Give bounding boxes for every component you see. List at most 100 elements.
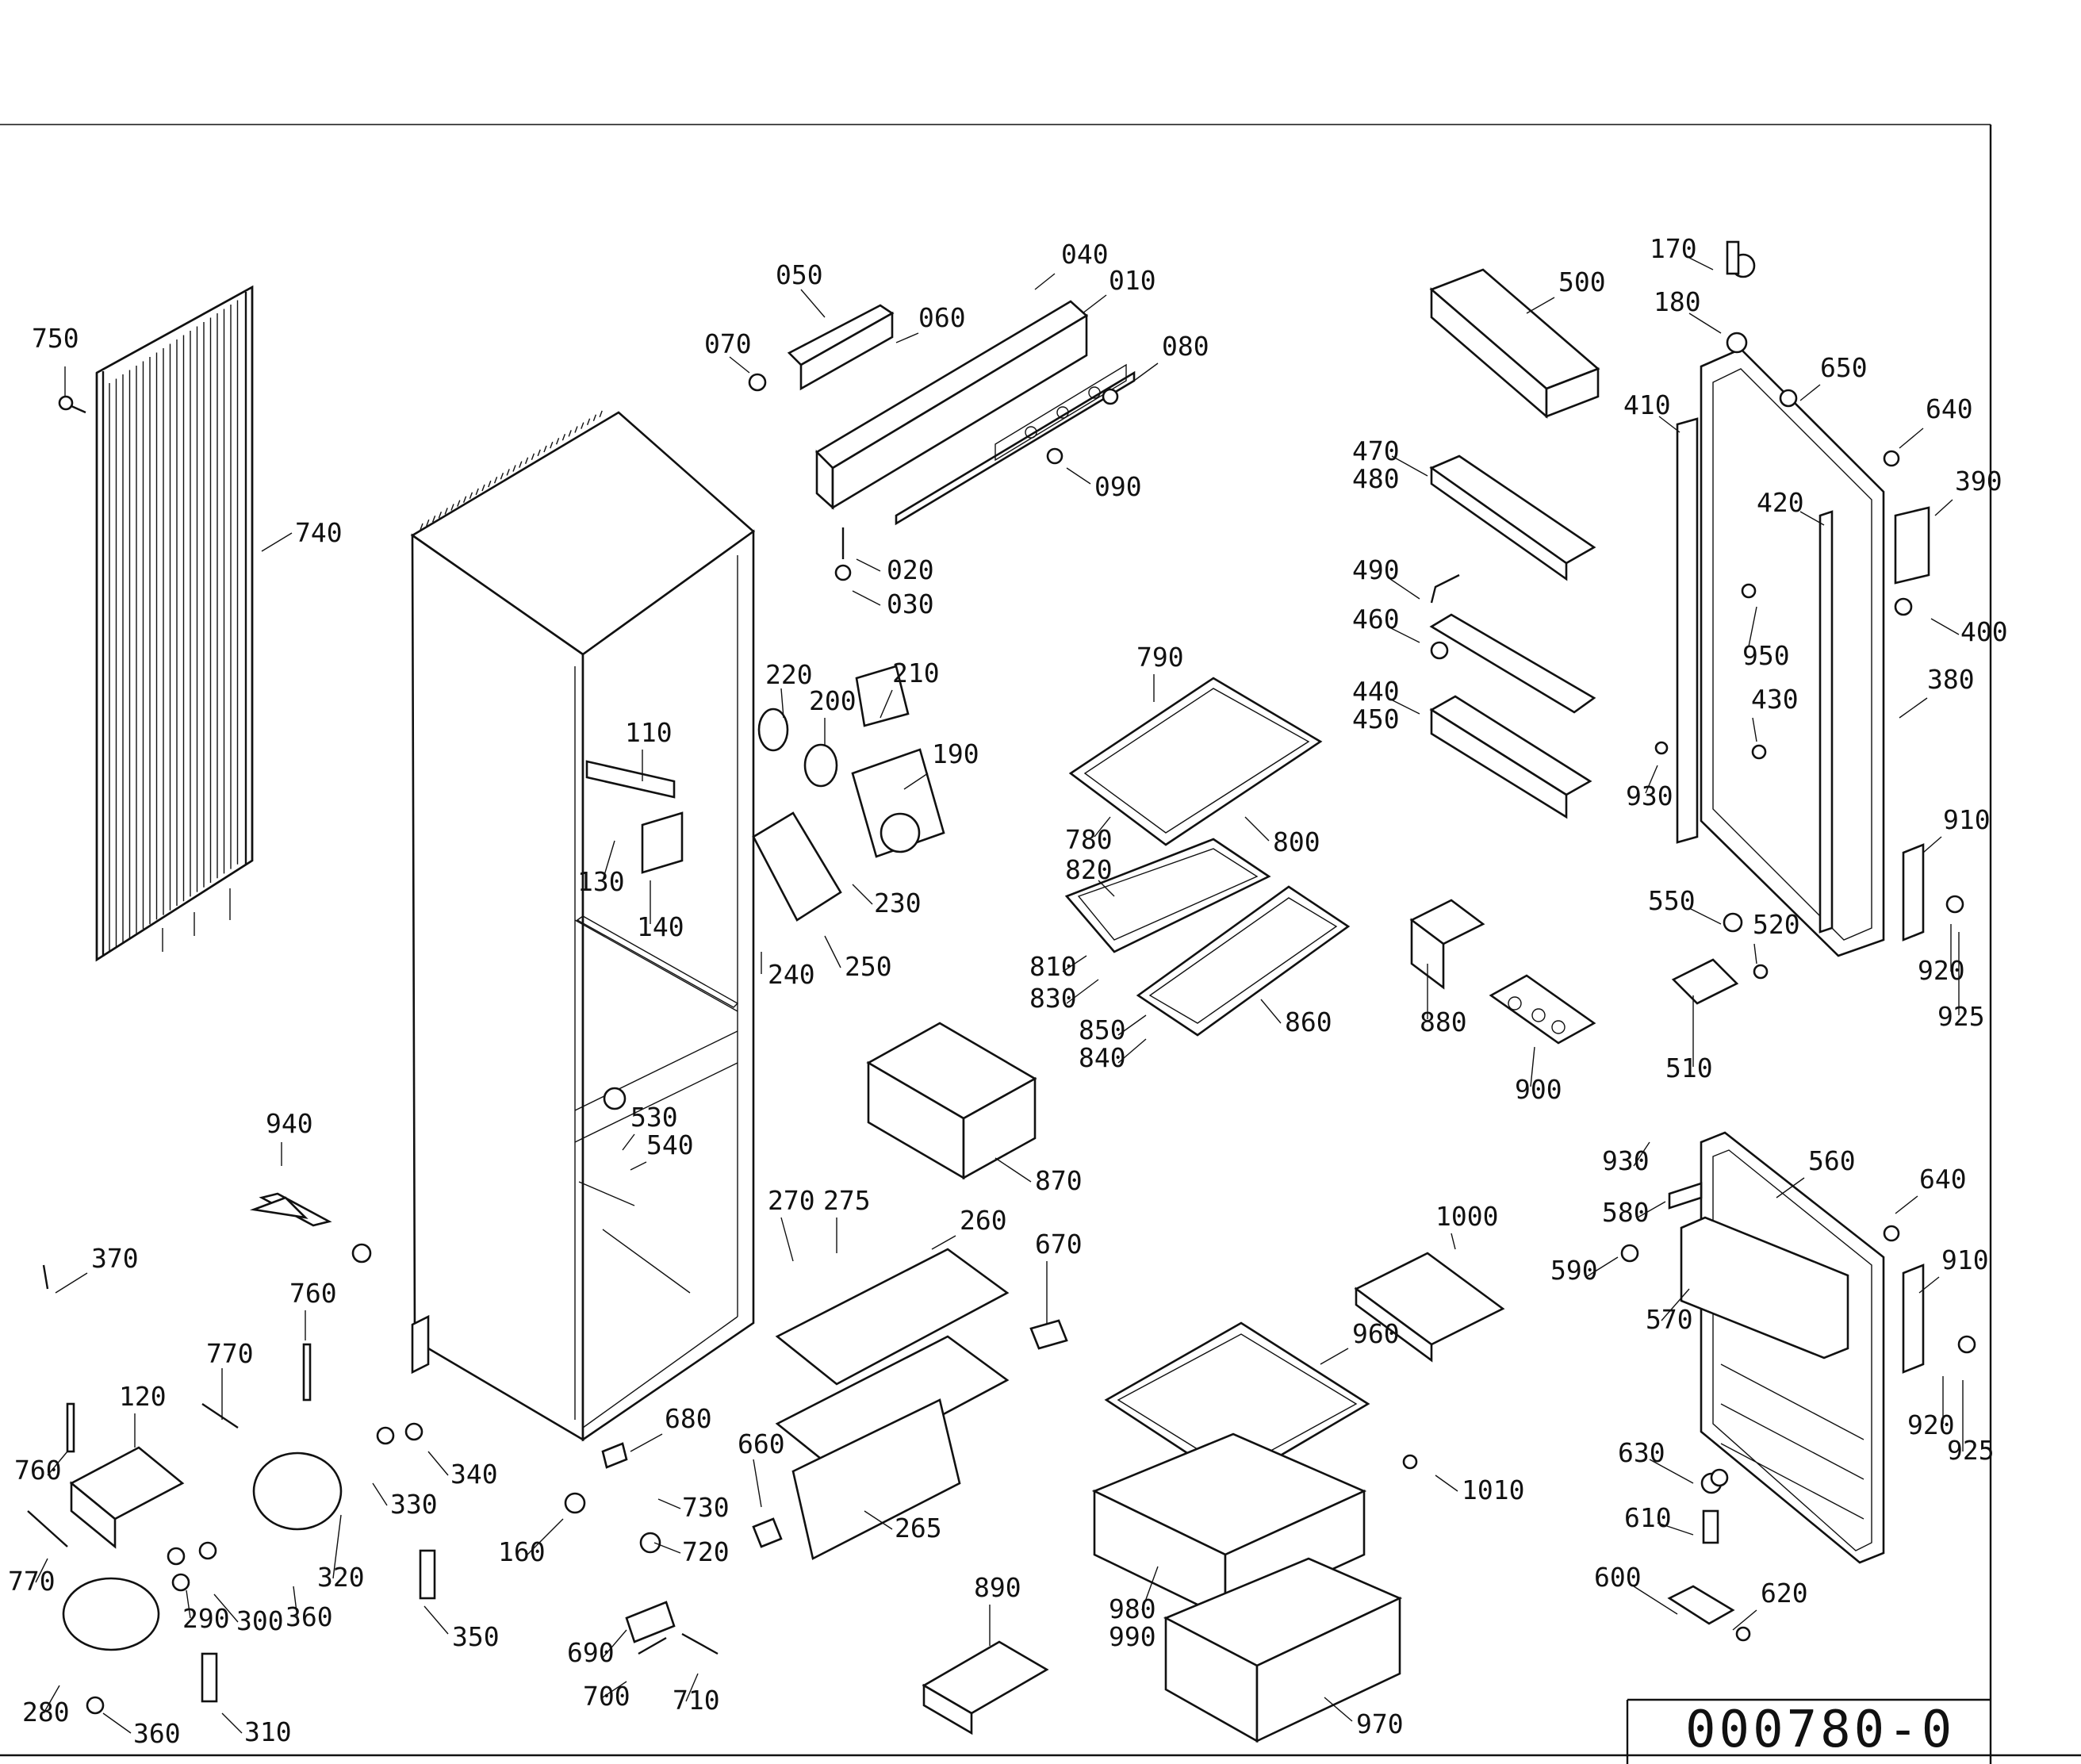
callout-label: 870 [1035, 1165, 1083, 1196]
callout-label: 390 [1955, 466, 2002, 497]
callout-label: 620 [1761, 1578, 1808, 1609]
top-vent-slot [550, 441, 554, 449]
top-vent-slot [519, 461, 523, 468]
callout-label: 810 [1029, 951, 1077, 982]
top-vent-slot [475, 488, 479, 496]
leader-line [630, 1161, 647, 1171]
callout-label: 760 [289, 1278, 337, 1309]
drawing-code: 000780-0 [1685, 1701, 1955, 1759]
callout-label: 600 [1594, 1562, 1642, 1593]
leader-line [1922, 836, 1942, 853]
top-vent-slot [561, 434, 566, 441]
callout-label: 370 [91, 1243, 139, 1274]
callout-label: 020 [887, 554, 934, 585]
leader-line [1934, 499, 1953, 516]
callout-label: 160 [498, 1536, 546, 1567]
top-vent-slot [574, 426, 578, 433]
title-block: 000780-0 [1626, 1698, 1991, 1764]
callout-label: 490 [1352, 554, 1400, 585]
leader-line [895, 332, 919, 343]
callout-label: 180 [1654, 286, 1701, 317]
leader-line [824, 935, 841, 968]
top-vent-slot [512, 465, 516, 472]
leader-line [1082, 294, 1107, 314]
callout-label: 930 [1626, 780, 1673, 811]
fan-assembly [585, 665, 945, 922]
leader-line [1645, 765, 1658, 794]
top-vent-slot [431, 515, 436, 523]
leader-line [372, 1482, 388, 1506]
refrigerator-cabinet [410, 410, 756, 1442]
callout-label: 550 [1648, 885, 1696, 916]
leader-line [1688, 257, 1714, 270]
callout-label: 240 [768, 959, 815, 990]
leader-line [903, 773, 929, 790]
callout-label: 650 [1820, 352, 1868, 383]
leader-line [1899, 697, 1928, 719]
leader-line [43, 1685, 60, 1714]
freezer-baskets [775, 1248, 1049, 1735]
leader-line [1633, 1586, 1678, 1615]
top-vent-slot [488, 480, 492, 488]
callout-label: 690 [567, 1637, 615, 1668]
callout-label: 970 [1356, 1708, 1404, 1739]
leader-line [1387, 577, 1420, 600]
leader-line [1657, 1522, 1694, 1536]
callout-label: 350 [452, 1621, 500, 1652]
callout-label: 340 [450, 1459, 498, 1490]
callout-label: 480 [1352, 463, 1400, 494]
callout-label: 980 [1109, 1593, 1156, 1624]
callout-label: 610 [1624, 1502, 1672, 1533]
leader-line [653, 1542, 681, 1554]
control-panel [748, 300, 1136, 581]
callout-label: 580 [1602, 1197, 1650, 1228]
leader-line [35, 1558, 48, 1583]
leader-line [423, 1605, 449, 1635]
callout-label: 290 [182, 1603, 230, 1634]
callout-label: 030 [887, 589, 934, 619]
leader-line [1324, 1697, 1353, 1722]
callout-label: 540 [646, 1129, 694, 1160]
callout-label: 130 [577, 866, 625, 897]
top-vent-slot [500, 473, 504, 480]
callout-label: 280 [22, 1697, 70, 1728]
callout-label: 950 [1742, 640, 1790, 671]
leader-line [1094, 816, 1111, 838]
leader-line [1260, 999, 1282, 1024]
top-vent-slot [444, 508, 448, 515]
callout-label: 570 [1646, 1304, 1693, 1335]
callout-label: 060 [918, 302, 966, 333]
callout-label: 470 [1352, 435, 1400, 466]
leader-line [1649, 1459, 1694, 1484]
callout-label: 300 [236, 1605, 284, 1636]
leader-line [1387, 697, 1420, 715]
leader-line [1658, 416, 1681, 433]
top-vent-slot [438, 512, 443, 519]
callout-label: 790 [1136, 642, 1184, 673]
callout-label: 070 [704, 328, 752, 359]
callout-label: 910 [1943, 804, 1991, 835]
callout-label: 640 [1926, 393, 1973, 424]
callout-label: 310 [244, 1716, 292, 1747]
callout-label: 190 [932, 738, 979, 769]
leader-line [780, 1217, 794, 1262]
leader-line [1732, 1609, 1757, 1631]
leader-line [630, 1433, 663, 1452]
leader-line [1391, 455, 1428, 477]
top-vent-slot [555, 437, 560, 445]
leader-line [1930, 618, 1960, 635]
callout-label: 670 [1035, 1229, 1083, 1260]
callout-label: 090 [1094, 471, 1142, 502]
leader-line [427, 1451, 449, 1476]
top-vent-slot [481, 484, 485, 492]
leader-line [1637, 1201, 1666, 1218]
leader-line [186, 1590, 191, 1619]
callout-label: 320 [317, 1562, 365, 1593]
callout-label: 630 [1618, 1437, 1665, 1468]
callout-label: 840 [1079, 1042, 1126, 1073]
callout-label: 770 [8, 1566, 56, 1597]
callout-label: 400 [1960, 616, 2008, 647]
leader-line [852, 884, 873, 905]
callout-label: 170 [1650, 233, 1697, 264]
lower-door [1620, 1131, 1976, 1642]
